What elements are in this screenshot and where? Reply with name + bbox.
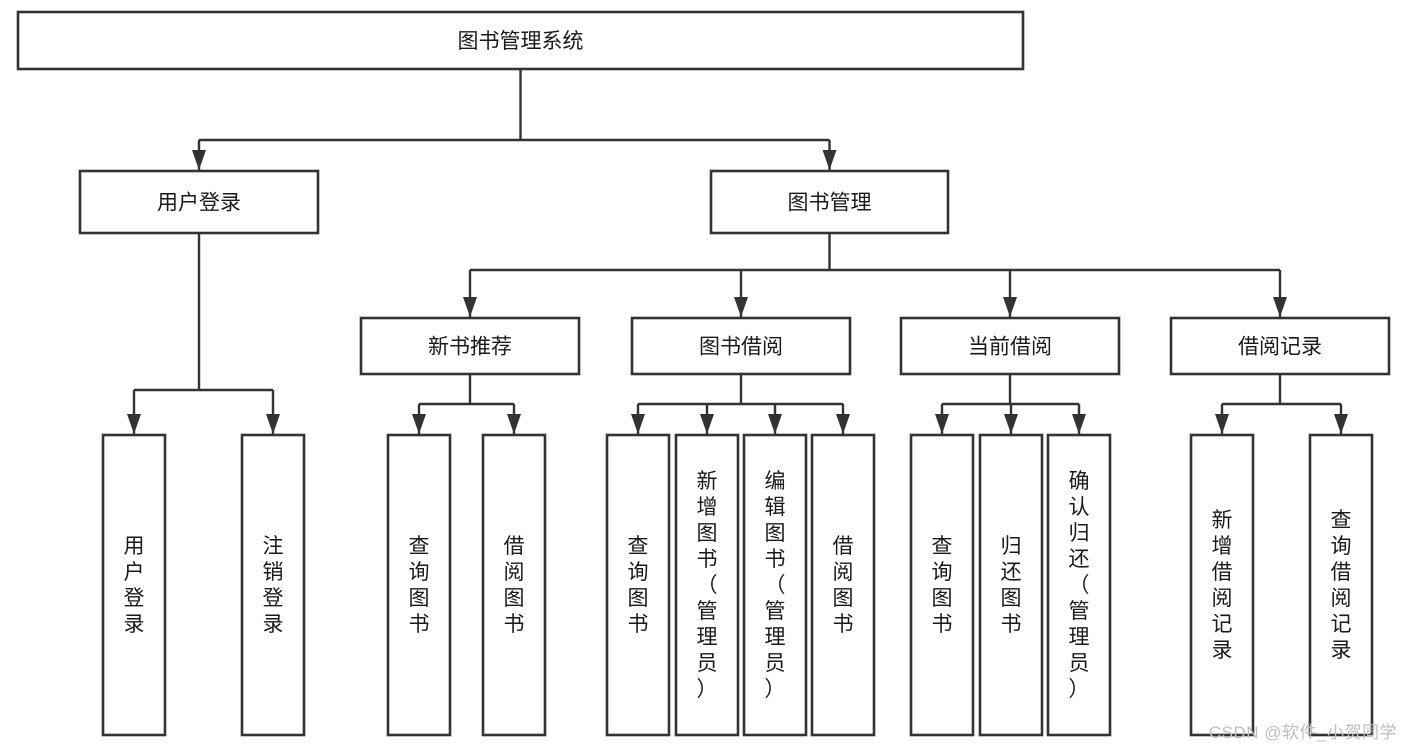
node-box xyxy=(1169,316,1391,376)
node-box xyxy=(909,433,975,737)
arrow-head-icon xyxy=(266,414,280,434)
node-label: 图书借阅 xyxy=(699,336,783,359)
node-label: 借阅图书 xyxy=(833,535,854,636)
node-label: 查询借阅记录 xyxy=(1331,509,1352,662)
node-leaf-borrow-add[interactable]: 新增图书（管理员） xyxy=(674,433,740,737)
node-leaf-rec-query2[interactable]: 查询借阅记录 xyxy=(1308,433,1374,737)
node-box xyxy=(78,169,320,235)
node-box xyxy=(1308,433,1374,737)
arrow-head-icon xyxy=(412,414,426,434)
watermark-label: CSDN @软件_小贺同学 xyxy=(1208,723,1397,742)
node-box xyxy=(359,316,581,376)
node-book-borrow[interactable]: 图书借阅 xyxy=(630,316,852,376)
node-box xyxy=(1189,433,1255,737)
node-leaf-borrow-query[interactable]: 查询图书 xyxy=(605,433,671,737)
arrow-head-icon xyxy=(1334,414,1348,434)
node-leaf-borrow-lend[interactable]: 借阅图书 xyxy=(810,433,876,737)
node-box xyxy=(386,433,452,737)
arrow-head-icon xyxy=(1072,414,1086,434)
node-label: 借阅记录 xyxy=(1238,336,1322,359)
node-leaf-cur-return[interactable]: 归还图书 xyxy=(978,433,1044,737)
node-label: 归还图书 xyxy=(1001,535,1022,636)
node-label: 新增借阅记录 xyxy=(1212,509,1233,662)
node-box xyxy=(605,433,671,737)
node-box xyxy=(630,316,852,376)
node-box xyxy=(16,10,1025,71)
arrow-head-icon xyxy=(700,414,714,434)
node-leaf-cur-confirm[interactable]: 确认归还（管理员） xyxy=(1046,433,1112,737)
node-root[interactable]: 图书管理系统 xyxy=(16,10,1025,71)
node-label: 编辑图书（管理员） xyxy=(765,470,786,701)
node-user-login[interactable]: 用户登录 xyxy=(78,169,320,235)
node-label: 用户登录 xyxy=(157,192,241,215)
node-leaf-rec-query[interactable]: 查询图书 xyxy=(386,433,452,737)
node-label: 确认归还（管理员） xyxy=(1069,470,1090,701)
node-box xyxy=(101,433,167,737)
node-new-book-rec[interactable]: 新书推荐 xyxy=(359,316,581,376)
node-layer: 图书管理系统用户登录图书管理新书推荐图书借阅当前借阅借阅记录用户登录注销登录查询… xyxy=(16,10,1391,737)
node-box xyxy=(240,433,306,737)
node-label: 注销登录 xyxy=(263,535,284,636)
node-borrow-record[interactable]: 借阅记录 xyxy=(1169,316,1391,376)
node-book-manage[interactable]: 图书管理 xyxy=(709,169,950,235)
arrow-head-icon xyxy=(768,414,782,434)
node-box xyxy=(481,433,547,737)
node-leaf-borrow-edit[interactable]: 编辑图书（管理员） xyxy=(742,433,808,737)
node-current-borrow[interactable]: 当前借阅 xyxy=(899,316,1121,376)
node-box xyxy=(709,169,950,235)
node-box xyxy=(899,316,1121,376)
arrow-head-icon xyxy=(822,150,837,170)
node-box xyxy=(810,433,876,737)
arrow-head-icon xyxy=(1215,414,1229,434)
arrow-head-icon xyxy=(631,414,645,434)
node-label: 新增图书（管理员） xyxy=(697,470,718,701)
arrow-head-icon xyxy=(1003,297,1017,317)
arrow-head-icon xyxy=(127,414,141,434)
node-leaf-user-login[interactable]: 用户登录 xyxy=(101,433,167,737)
node-box xyxy=(978,433,1044,737)
node-box xyxy=(742,433,808,737)
arrow-head-icon xyxy=(935,414,949,434)
node-label: 当前借阅 xyxy=(968,336,1052,359)
connector-layer xyxy=(127,69,1348,434)
node-leaf-user-logout[interactable]: 注销登录 xyxy=(240,433,306,737)
arrow-head-icon xyxy=(1004,414,1018,434)
node-leaf-rec-borrow[interactable]: 借阅图书 xyxy=(481,433,547,737)
arrow-head-icon xyxy=(463,297,477,317)
node-label: 借阅图书 xyxy=(504,535,525,636)
arrow-head-icon xyxy=(836,414,850,434)
arrow-head-icon xyxy=(1273,297,1287,317)
node-label: 新书推荐 xyxy=(428,336,512,359)
node-label: 图书管理 xyxy=(788,192,872,215)
arrow-head-icon xyxy=(192,150,206,170)
node-label: 图书管理系统 xyxy=(458,30,584,53)
node-box xyxy=(1046,433,1112,737)
node-label: 查询图书 xyxy=(932,535,953,636)
node-leaf-rec-add[interactable]: 新增借阅记录 xyxy=(1189,433,1255,737)
node-box xyxy=(674,433,740,737)
node-label: 用户登录 xyxy=(124,535,145,636)
node-label: 查询图书 xyxy=(409,535,430,636)
arrow-head-icon xyxy=(507,414,521,434)
arrow-head-icon xyxy=(734,297,748,317)
node-label: 查询图书 xyxy=(628,535,649,636)
node-leaf-cur-query[interactable]: 查询图书 xyxy=(909,433,975,737)
